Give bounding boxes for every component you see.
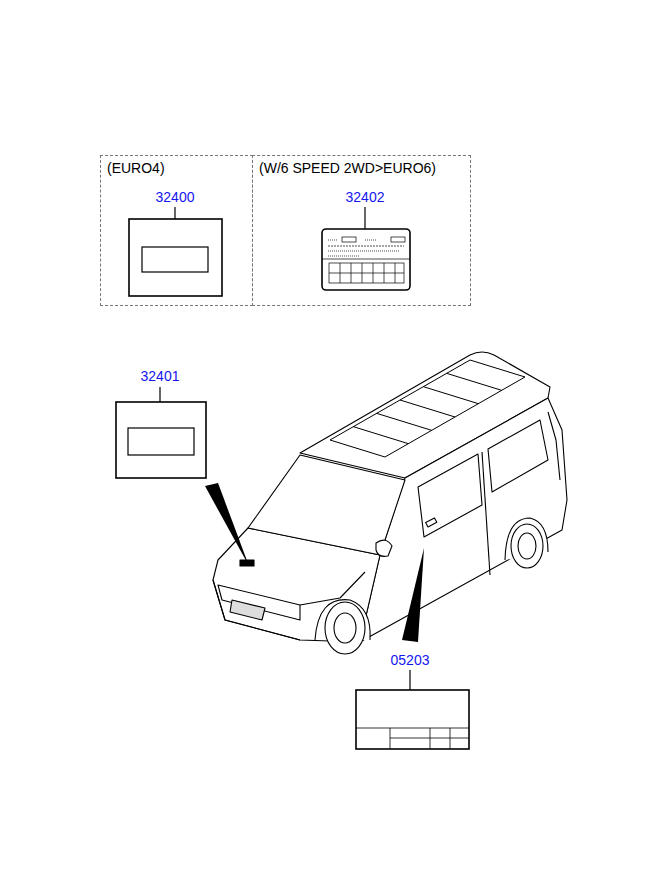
van-illustration (213, 352, 567, 654)
label-plate (129, 219, 222, 296)
variant-condition: (W/6 SPEED 2WD>EURO6) (253, 156, 442, 180)
label-window (128, 428, 194, 455)
callout-number: 32400 (156, 189, 195, 205)
pointer-wedge (402, 548, 424, 642)
label-window (142, 247, 208, 272)
leader-line (409, 670, 410, 690)
rack-rail (330, 360, 470, 440)
rack-rail (385, 377, 525, 457)
rack-bar (400, 400, 455, 417)
variant-condition: (EURO4) (101, 156, 171, 180)
rack-bar (377, 413, 432, 430)
pointer-wedge (205, 483, 249, 566)
leader-line (159, 387, 160, 402)
variant-region: (W/6 SPEED 2WD>EURO6) (252, 155, 471, 306)
rack-bar (447, 373, 502, 390)
callout-number: 32402 (346, 189, 385, 205)
leader-line (174, 207, 175, 219)
rack-bar (353, 427, 408, 444)
label-table (356, 728, 469, 749)
label-print (322, 237, 410, 283)
roof-rack (330, 360, 525, 457)
callout-number: 32401 (141, 368, 180, 384)
leader-line (364, 207, 365, 229)
rack-bar (470, 360, 525, 377)
label-plate (322, 229, 410, 290)
rack-bar (330, 440, 385, 457)
label-plate (116, 402, 206, 478)
callout-number: 05203 (391, 652, 430, 668)
label-plate (356, 690, 469, 749)
variant-region: (EURO4) (100, 155, 253, 306)
rack-bar (423, 387, 478, 404)
